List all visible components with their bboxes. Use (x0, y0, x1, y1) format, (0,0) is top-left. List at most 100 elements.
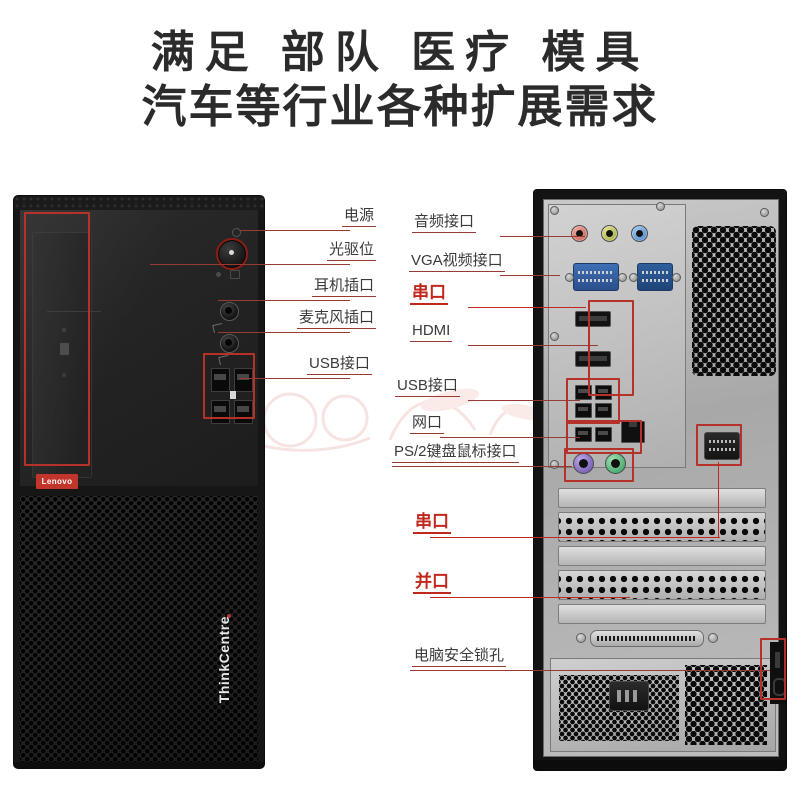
callout-rule (413, 592, 451, 595)
usb-port-icon (595, 385, 612, 400)
leader-line-headphone (218, 300, 350, 301)
highlight-display-ports (588, 300, 634, 396)
callout-front-usb: USB接口 (307, 355, 372, 375)
callout-rule (410, 432, 445, 434)
callout-vga: VGA视频接口 (409, 252, 505, 272)
expansion-slot-cover (558, 488, 766, 508)
expansion-slot-vent (558, 512, 766, 542)
callout-ps2: PS/2键盘鼠标接口 (392, 443, 519, 463)
leader-line-serial-card (430, 537, 720, 538)
audio-mic-jack-icon (571, 225, 588, 242)
leader-line-odd (150, 264, 350, 265)
usb-port-icon (575, 403, 592, 418)
callout-rule (342, 225, 377, 227)
front-face-panel (20, 210, 258, 486)
headline-line-1: 满足 部队 医疗 模具 (150, 28, 650, 77)
kensington-lock-slot-icon (775, 652, 780, 668)
callout-rule (410, 340, 453, 342)
callout-label-power: 电源 (344, 207, 375, 224)
screw-icon (550, 332, 559, 341)
callout-label-serial-top: 串口 (412, 283, 446, 302)
callout-label-audio: 音频接口 (414, 213, 475, 230)
rear-fan-grille (692, 226, 776, 376)
callout-lock: 电脑安全锁孔 (412, 647, 507, 667)
callout-rear-usb: USB接口 (395, 377, 460, 397)
highlight-front-usb (203, 353, 255, 419)
leader-line-serial-top (468, 307, 586, 308)
callout-rule (412, 231, 477, 233)
expansion-slot-cover (558, 546, 766, 566)
callout-hdmi: HDMI (410, 322, 453, 342)
callout-rule (297, 327, 377, 329)
callout-label-microphone: 麦克风插口 (299, 309, 375, 326)
callout-rule (307, 373, 372, 375)
power-socket-icon (609, 681, 649, 711)
audio-linein-jack-icon (631, 225, 648, 242)
top-vent-panel (14, 196, 264, 210)
front-tower-base (14, 762, 264, 768)
callout-rule (327, 259, 377, 261)
page-title: 满足 部队 医疗 模具 汽车等行业各种扩展需求 (0, 26, 800, 135)
microphone-jack-icon (220, 334, 239, 353)
screw-icon (656, 202, 665, 211)
callout-label-front-usb: USB接口 (309, 355, 370, 372)
leader-line-rear-usb (468, 400, 580, 401)
leader-line-audio (500, 236, 585, 237)
leader-line-parallel (430, 597, 630, 598)
callout-label-vga: VGA视频接口 (411, 252, 503, 269)
power-supply-unit (550, 658, 776, 752)
front-mesh-panel (20, 496, 258, 762)
audio-lineout-jack-icon (601, 225, 618, 242)
callout-lan: 网口 (410, 414, 445, 434)
usb-port-icon (595, 403, 612, 418)
rear-io-shield (548, 204, 686, 474)
callout-rule (412, 665, 507, 667)
screw-icon (550, 206, 559, 215)
callout-label-lan: 网口 (412, 414, 443, 431)
leader-line-microphone (218, 332, 350, 333)
hdd-symbol-icon (230, 270, 240, 279)
serial-port-card-icon (704, 432, 740, 460)
front-tower-image: Lenovo ThinkCentre (14, 196, 264, 768)
usb-port-icon (595, 427, 612, 442)
lenovo-badge: Lenovo (36, 474, 78, 489)
hdd-activity-led-icon (216, 272, 221, 277)
leader-line-lock (410, 670, 770, 671)
leader-line-hdmi (468, 345, 598, 346)
leader-line-front-usb (240, 378, 350, 379)
power-button-icon (216, 238, 248, 270)
callout-serial-card: 串口 (413, 512, 451, 535)
screw-icon (760, 208, 769, 217)
expansion-slot-vent (558, 570, 766, 600)
callout-optical-bay: 光驱位 (327, 241, 377, 261)
callout-power: 电源 (342, 207, 377, 227)
leader-line-lan (440, 437, 580, 438)
rear-tower-base (534, 760, 786, 770)
callout-label-headphone: 耳机插口 (314, 277, 375, 294)
highlight-ps2 (564, 448, 634, 482)
callout-rule (410, 303, 448, 306)
highlight-rear-usb (566, 378, 620, 424)
screw-icon (576, 633, 586, 643)
parallel-port-icon (590, 630, 704, 647)
hdmi-port-icon (575, 351, 611, 367)
rear-chassis (543, 199, 786, 757)
callout-rule (395, 395, 460, 397)
callout-label-hdmi: HDMI (412, 322, 451, 339)
callout-rule (409, 270, 505, 272)
leader-line-vga (500, 275, 560, 276)
thinkcentre-logo-text: ThinkCentre (216, 616, 232, 704)
vga-port-icon (565, 263, 627, 291)
screw-icon (708, 633, 718, 643)
callout-label-rear-usb: USB接口 (397, 377, 458, 394)
callout-rule (413, 532, 451, 535)
thinkcentre-dot-icon (227, 614, 231, 618)
leader-line-serial-card-vertical (718, 462, 719, 538)
screw-icon (550, 460, 559, 469)
callout-label-ps2: PS/2键盘鼠标接口 (394, 443, 517, 460)
leader-line-ps2 (392, 466, 572, 467)
usb-port-icon (575, 385, 592, 400)
leader-line-power (240, 230, 350, 231)
callout-microphone: 麦克风插口 (297, 309, 377, 329)
